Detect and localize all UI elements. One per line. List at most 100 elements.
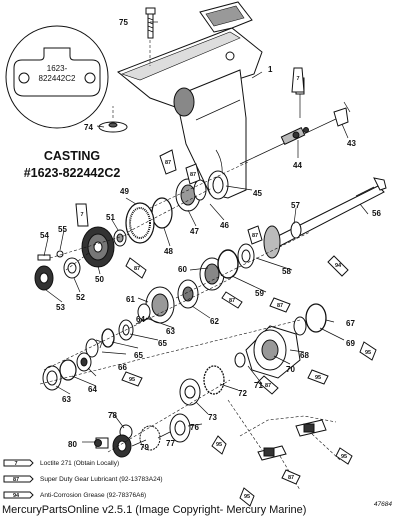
svg-text:94: 94 [13,493,20,499]
callout-73: 73 [208,413,217,422]
callout-50: 50 [95,275,104,284]
pinion-gear-group [34,226,131,291]
callout-61: 61 [126,295,135,304]
svg-text:87: 87 [252,233,258,239]
callout-79: 79 [140,443,149,452]
callout-numbers: 1 43 44 45 46 47 48 49 50 51 52 53 54 55… [40,18,381,452]
svg-text:95: 95 [365,350,371,356]
callout-80: 80 [68,440,77,449]
legend: 7 Loctite 271 (Obtain Locally) 87 Super … [3,459,163,499]
callout-65: 65 [158,339,167,348]
callout-76: 76 [190,423,199,432]
tube-marker: 95 [121,371,143,387]
svg-text:87: 87 [190,172,196,178]
tube-marker: 95 [211,435,227,455]
thrust-hub-group [179,365,225,406]
leader-lines [43,21,369,447]
svg-text:87: 87 [13,477,19,483]
svg-text:87: 87 [165,160,171,166]
callout-63: 63 [166,327,175,336]
legend-item: 94 Anti-Corrosion Grease (92-78376A6) [3,491,146,499]
callout-59: 59 [255,289,264,298]
svg-text:87: 87 [277,303,283,309]
bearing-carrier-group [234,303,327,379]
inset-label-line1: 1623- [47,64,68,73]
tube-marker: 7 [75,203,89,227]
callout-51: 51 [106,213,115,222]
forward-gear-group [137,249,239,324]
callout-77: 77 [166,439,175,448]
inset-label-line2: 822442C2 [39,74,76,83]
callout-74: 74 [84,123,93,132]
callout-67: 67 [346,319,355,328]
tube-marker: 95 [335,447,353,465]
tube-marker: 87 [281,469,301,485]
pin-inserts [227,399,341,491]
callout-46: 46 [220,221,229,230]
casting-title-line2: #1623-822442C2 [24,166,121,180]
callout-44: 44 [293,161,302,170]
assembly-lines [39,161,311,453]
tube-markers: 7 87 87 7 87 87 94 87 [75,67,377,507]
svg-text:7: 7 [296,76,299,82]
callout-70: 70 [286,365,295,374]
svg-text:95: 95 [216,442,222,448]
callout-69: 69 [346,339,355,348]
reverse-seal-group [42,319,134,391]
propeller-shaft-group [237,177,387,269]
callout-57: 57 [291,201,300,210]
casting-id-inset: 1623- 822442C2 [5,25,109,129]
shift-shaft-assembly [239,77,351,165]
svg-text:87: 87 [229,298,235,304]
gear-housing [117,1,263,199]
svg-text:95: 95 [315,375,321,381]
callout-71: 71 [254,381,263,390]
callout-75: 75 [119,18,128,27]
callout-1: 1 [268,65,273,74]
callout-54: 54 [40,231,49,240]
tube-marker: 87 [257,375,279,395]
casting-title-line1: CASTING [44,149,100,163]
tube-marker: 87 [185,163,201,185]
svg-text:Loctite 271 (Obtain Locally): Loctite 271 (Obtain Locally) [40,460,119,467]
svg-text:95: 95 [244,494,250,500]
callout-52: 52 [76,293,85,302]
svg-text:87: 87 [265,383,271,389]
svg-text:94: 94 [335,263,342,269]
svg-text:95: 95 [129,377,135,383]
callout-47: 47 [190,227,199,236]
copyright-footer: MercuryPartsOnline v2.5.1 (Image Copyrig… [2,504,307,516]
callout-58: 58 [282,267,291,276]
callout-62: 62 [210,317,219,326]
tube-marker: 87 [125,257,147,279]
retainer-group [94,413,191,458]
svg-text:7: 7 [80,212,83,218]
legend-item: 7 Loctite 271 (Obtain Locally) [3,459,119,467]
reference-code: 47684 [374,501,392,508]
tube-marker: 95 [307,369,329,385]
legend-item: 87 Super Duty Gear Lubricant (92-13783A2… [3,475,163,483]
svg-text:Super Duty Gear Lubricant (92-: Super Duty Gear Lubricant (92-13783A24) [40,476,163,483]
tube-marker: 87 [247,225,263,245]
svg-text:95: 95 [341,454,347,460]
pinion-bearing-group [125,170,229,244]
callout-45: 45 [253,189,262,198]
callout-55: 55 [58,225,67,234]
bolt-75 [145,7,156,66]
tube-marker: 95 [359,341,377,361]
callout-48: 48 [164,247,173,256]
svg-text:7: 7 [14,461,17,467]
trim-tab-74 [98,106,128,133]
svg-text:87: 87 [288,475,294,481]
callout-43: 43 [347,139,356,148]
callout-64: 64 [88,385,97,394]
callout-78: 78 [108,411,117,420]
svg-text:Anti-Corrosion Grease (92-7837: Anti-Corrosion Grease (92-78376A6) [40,492,146,499]
callout-65: 65 [134,351,143,360]
tube-marker: 95 [239,487,255,507]
callout-64: 64 [136,315,145,324]
svg-text:87: 87 [134,266,140,272]
callout-53: 53 [56,303,65,312]
tube-marker: 87 [269,297,291,313]
